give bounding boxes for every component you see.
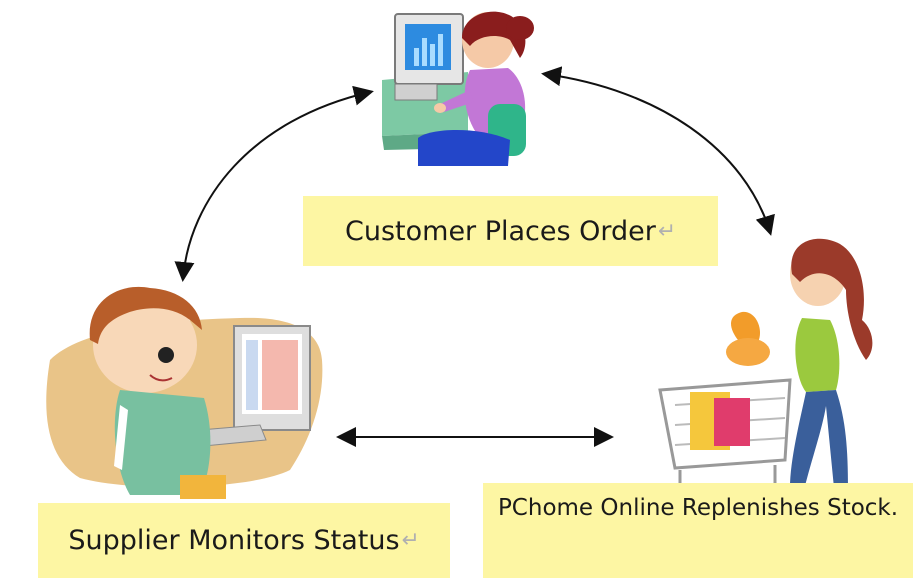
supplier-illustration [46,286,323,499]
paragraph-mark: ↵ [401,528,420,553]
label-customer-places-order: Customer Places Order↵ [303,196,718,266]
arrow-customer-supplier [174,85,374,282]
arrow-customer-pchome [541,66,775,236]
pchome-illustration [658,238,873,498]
label-text-customer: Customer Places Order [345,215,656,247]
customer-illustration [382,11,534,166]
label-pchome-replenishes-stock: PChome Online Replenishes Stock. [483,483,913,578]
label-text-supplier: Supplier Monitors Status [68,525,400,556]
label-text-pchome: PChome Online Replenishes Stock. [497,495,899,521]
label-supplier-monitors-status: Supplier Monitors Status↵ [38,503,450,578]
paragraph-mark: ↵ [657,218,676,244]
